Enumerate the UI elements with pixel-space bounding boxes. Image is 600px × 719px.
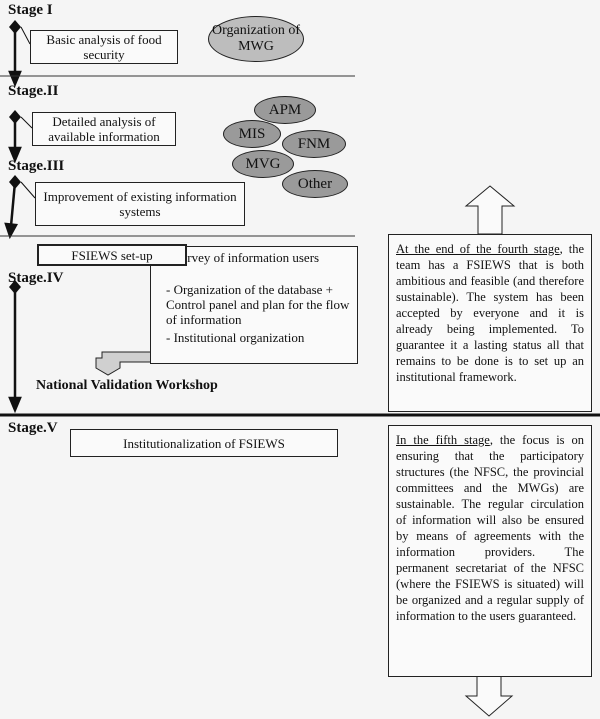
up-arrow [464,185,516,235]
stage-5-title: Stage.V [8,420,58,436]
organization-mwg-ellipse: Organization of MWG [208,16,304,62]
fnm-ellipse: FNM [282,130,346,158]
timeline-arrowhead-2 [8,146,22,164]
setup-item-institutional: - Institutional organization [166,330,305,345]
timeline-line-3 [9,181,17,227]
fifth-stage-lead: In the fifth stage [396,433,490,447]
other-ellipse: Other [282,170,348,198]
timeline-arrowhead-3 [4,222,18,240]
timeline-arrowhead-4 [8,396,22,414]
stage-1-title: Stage I [8,2,53,18]
fsiews-setup-box: FSIEWS set-up [37,244,187,266]
basic-analysis-box: Basic analysis of food security [30,30,178,64]
stage-2-title: Stage.II [8,83,59,99]
fourth-stage-text: , the team has a FSIEWS that is both amb… [396,242,585,384]
setup-item-database: - Organization of the database + Control… [166,282,350,327]
fourth-stage-lead: At the end of the fourth stage [396,242,560,256]
workshop-arrow [95,351,159,376]
stage-3-title: Stage.III [8,158,65,174]
institutionalization-box: Institutionalization of FSIEWS [70,429,338,457]
fourth-stage-note: At the end of the fourth stage, the team… [388,234,592,412]
apm-ellipse: APM [254,96,316,124]
mvg-ellipse: MVG [232,150,294,178]
timeline-diamond-1 [9,20,21,34]
timeline-diamond-2 [9,110,21,124]
setup-item-survey: - Survey of information users [166,250,320,265]
workshop-label: National Validation Workshop [36,378,218,393]
timeline-diamond-3 [9,175,21,189]
fifth-stage-text: , the focus is on ensuring that the part… [396,433,585,623]
fifth-stage-note: In the fifth stage, the focus is on ensu… [388,425,592,677]
detailed-analysis-box: Detailed analysis of available informati… [32,112,176,146]
stage-4-title: Stage.IV [8,270,64,286]
timeline-diamond-4 [9,280,21,294]
improvement-box: Improvement of existing information syst… [35,182,245,226]
timeline-arrowhead-1 [8,70,22,88]
mis-ellipse: MIS [223,120,281,148]
down-arrow [464,675,514,717]
